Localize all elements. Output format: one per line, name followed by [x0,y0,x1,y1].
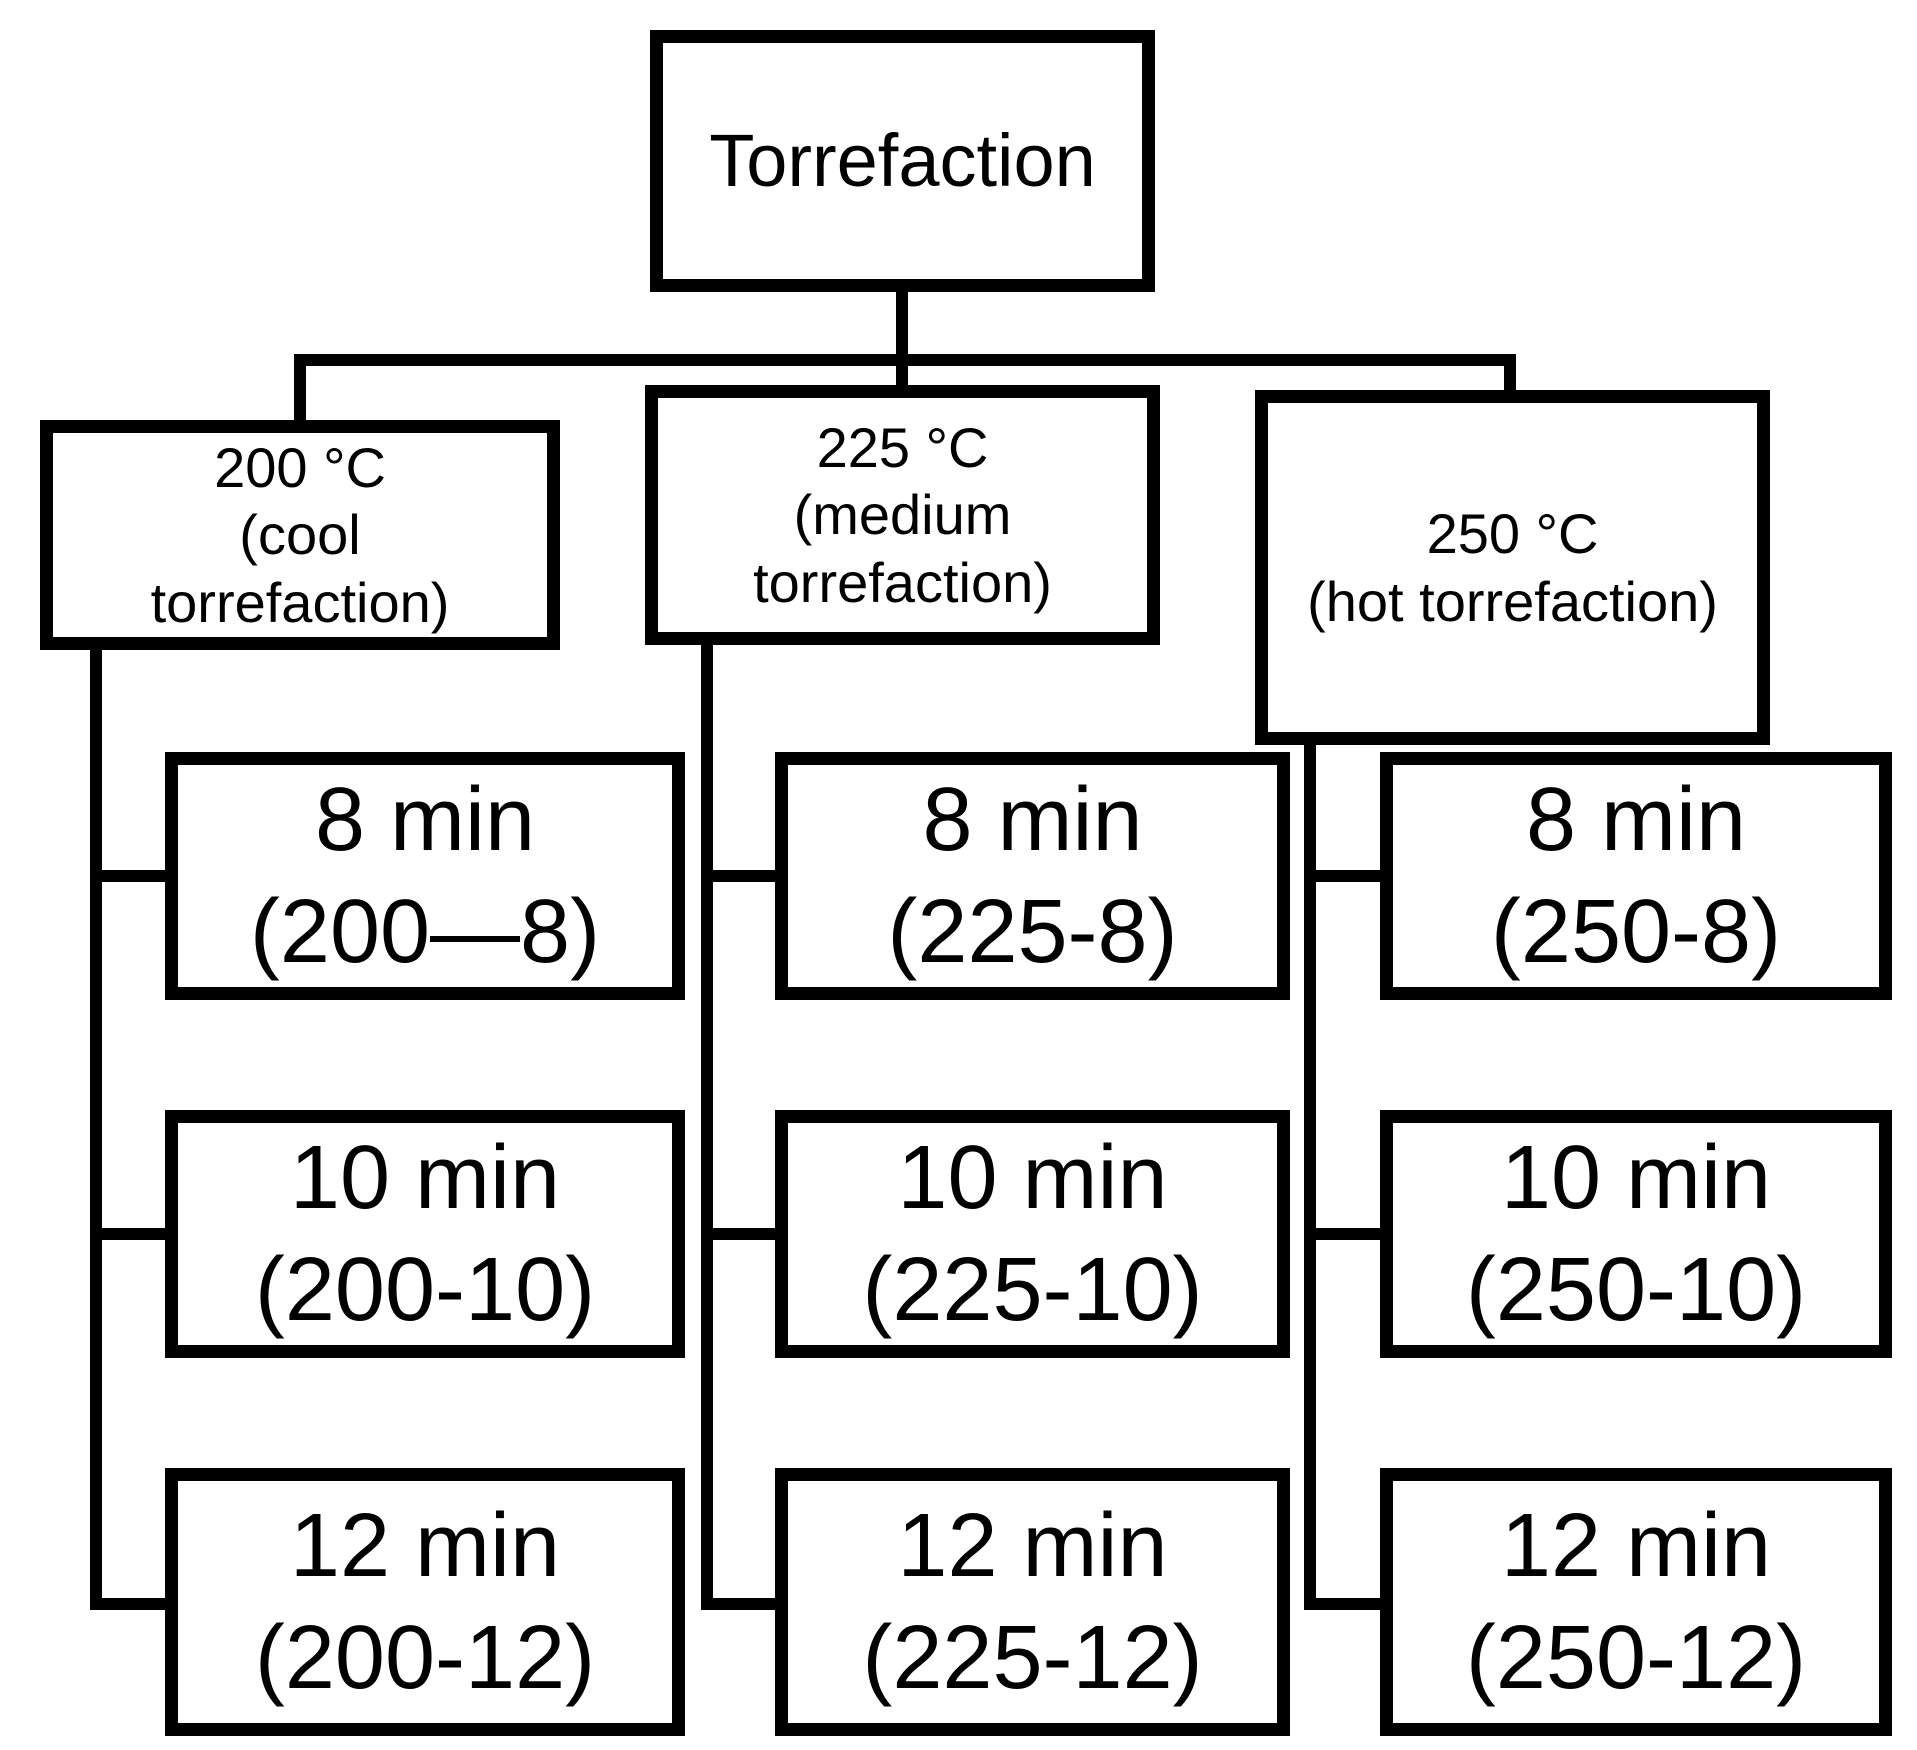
connector-drop-225 [896,354,908,392]
child-code-label: (225-12) [862,1608,1203,1708]
child-node-200-8: 8 min (200—8) [165,752,685,1000]
child-node-225-8: 8 min (225-8) [775,752,1290,1000]
child-node-225-10: 10 min (225-10) [775,1110,1290,1358]
child-code-label: (250-12) [1465,1608,1807,1708]
connector-stub-200-10 [90,1228,170,1240]
connector-stub-200-8 [90,870,170,882]
branch-node-200c: 200 °C (cool torrefaction) [40,420,560,650]
child-time-label: 12 min [897,1495,1168,1596]
branch-name-label: (hot torrefaction) [1307,569,1718,633]
child-time-label: 10 min [1500,1127,1772,1228]
branch-name-label: (medium [793,483,1012,547]
branch-node-250c: 250 °C (hot torrefaction) [1255,390,1770,745]
child-time-label: 12 min [289,1495,561,1596]
child-node-225-12: 12 min (225-12) [775,1468,1290,1736]
child-code-label: (250-8) [1490,882,1782,982]
connector-stub-225-10 [701,1228,780,1240]
child-node-200-12: 12 min (200-12) [165,1468,685,1736]
connector-trunk-225 [701,641,713,1610]
branch-name-label: torrefaction) [753,550,1052,614]
connector-stub-250-8 [1304,870,1385,882]
child-time-label: 8 min [314,769,536,870]
child-time-label: 8 min [922,769,1143,870]
child-code-label: (225-8) [887,882,1178,982]
branch-node-225c: 225 °C (medium torrefaction) [645,385,1160,645]
child-node-250-10: 10 min (250-10) [1380,1110,1892,1358]
branch-name-label: torrefaction) [150,570,450,634]
connector-drop-250 [1504,354,1516,396]
root-node-torrefaction: Torrefaction [650,30,1155,292]
connector-stub-250-12 [1304,1598,1385,1610]
child-time-label: 10 min [289,1127,561,1228]
connector-drop-200 [294,354,306,426]
connector-trunk-250 [1304,741,1316,1610]
root-node-label: Torrefaction [709,119,1096,203]
child-code-label: (225-10) [862,1240,1203,1340]
connector-stub-225-12 [701,1598,780,1610]
child-code-label: (200—8) [249,882,601,982]
branch-temp-label: 200 °C [214,436,386,500]
connector-stub-225-8 [701,870,780,882]
branch-temp-label: 225 °C [816,416,989,480]
child-node-200-10: 10 min (200-10) [165,1110,685,1358]
child-code-label: (250-10) [1465,1240,1807,1340]
connector-trunk-200 [90,646,102,1610]
child-time-label: 12 min [1500,1495,1772,1596]
child-node-250-12: 12 min (250-12) [1380,1468,1892,1736]
child-code-label: (200-10) [254,1240,596,1340]
child-time-label: 8 min [1525,769,1747,870]
child-node-250-8: 8 min (250-8) [1380,752,1892,1000]
connector-stub-200-12 [90,1598,170,1610]
branch-name-label: (cool [239,503,361,567]
branch-temp-label: 250 °C [1426,502,1599,566]
child-time-label: 10 min [897,1127,1168,1228]
connector-root-stem [896,290,908,360]
connector-stub-250-10 [1304,1228,1385,1240]
child-code-label: (200-12) [254,1608,596,1708]
